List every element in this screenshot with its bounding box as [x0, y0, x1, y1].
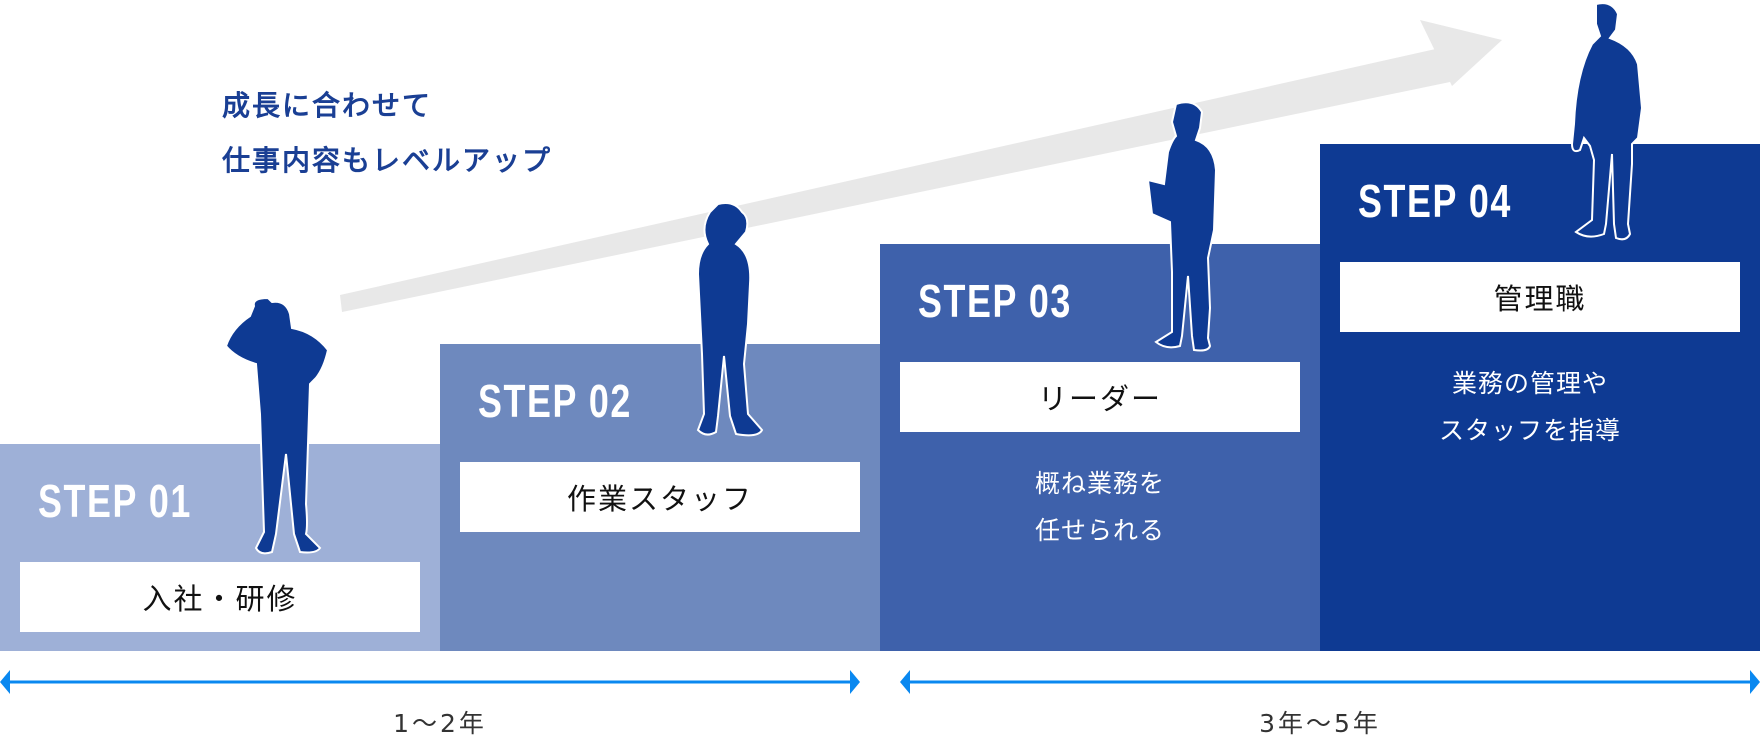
headline-line-2: 仕事内容もレベルアップ — [222, 144, 553, 177]
step-4-block: STEP 04 管理職 業務の管理や スタッフを指導 — [1320, 144, 1760, 651]
step-3-description-line-1: 概ね業務を — [1034, 469, 1165, 498]
headline: 成長に合わせて 仕事内容もレベルアップ — [222, 78, 552, 188]
headline-line-1: 成長に合わせて — [222, 89, 433, 122]
step-3-title: リーダー — [900, 362, 1300, 432]
timeline-span-1 — [0, 670, 860, 694]
step-3-description-line-2: 任せられる — [1034, 516, 1165, 545]
timeline-label-2: 3年～5年 — [1259, 709, 1381, 738]
step-4-description: 業務の管理や スタッフを指導 — [1320, 360, 1740, 454]
step-3-block: STEP 03 リーダー 概ね業務を 任せられる — [880, 244, 1320, 651]
step-2-number: STEP 02 — [478, 375, 632, 427]
step-3-number: STEP 03 — [918, 275, 1072, 327]
step-2-title: 作業スタッフ — [460, 462, 860, 532]
step-4-number: STEP 04 — [1358, 175, 1512, 227]
step-4-description-line-2: スタッフを指導 — [1438, 416, 1621, 445]
step-4-description-line-1: 業務の管理や — [1451, 369, 1608, 398]
timeline-span-2 — [900, 670, 1760, 694]
step-2-block: STEP 02 作業スタッフ — [440, 344, 880, 651]
step-1-title: 入社・研修 — [20, 562, 420, 632]
step-1-number: STEP 01 — [38, 475, 192, 527]
step-3-description: 概ね業務を 任せられる — [880, 460, 1320, 554]
timeline-label-1: 1～2年 — [393, 709, 487, 738]
step-1-block: STEP 01 入社・研修 — [0, 444, 440, 651]
step-4-title: 管理職 — [1340, 262, 1740, 332]
